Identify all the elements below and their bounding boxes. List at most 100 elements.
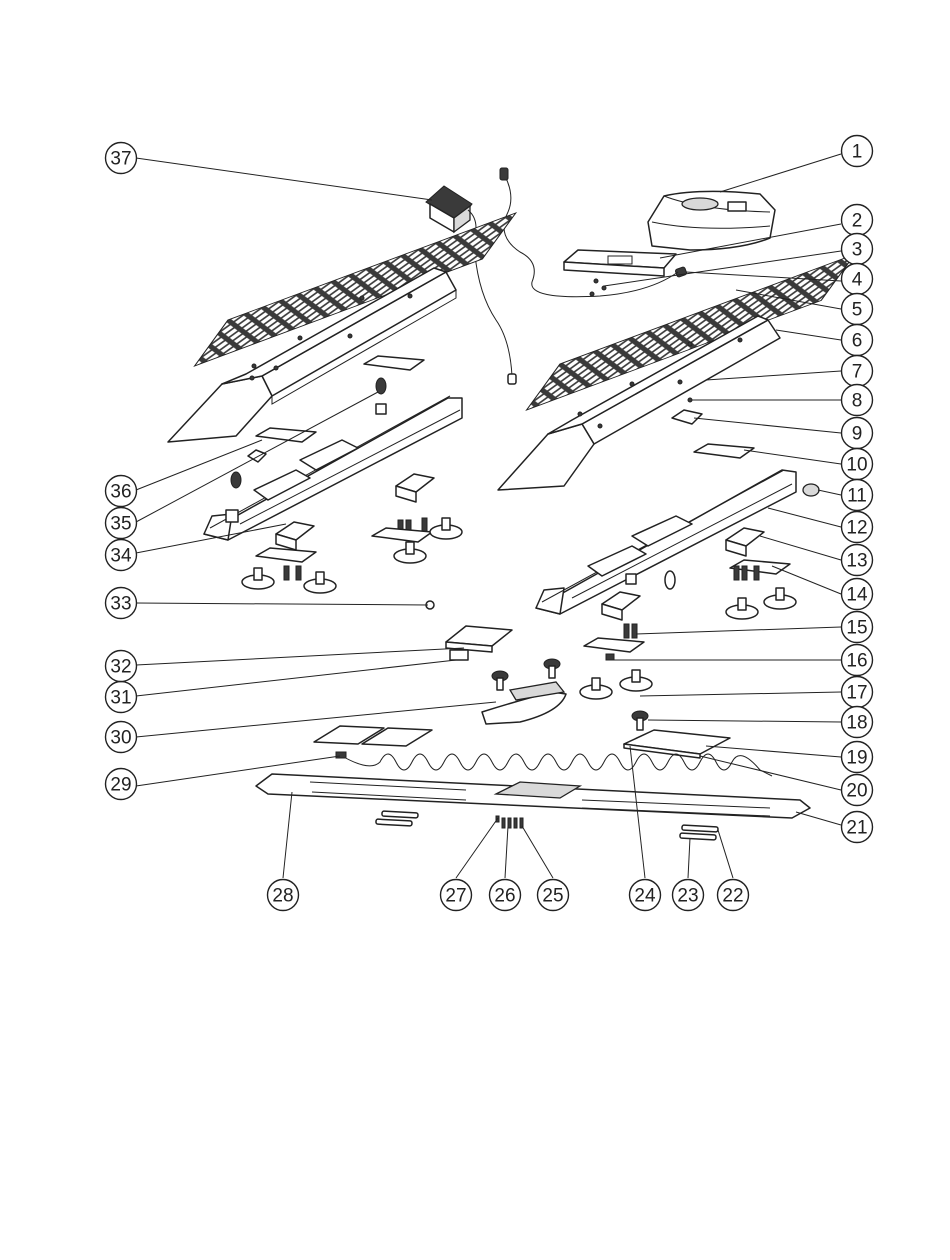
callout-number: 3 bbox=[852, 240, 863, 261]
callout-number: 27 bbox=[445, 886, 466, 907]
callout-7: 7 bbox=[842, 356, 873, 387]
callout-25: 25 bbox=[538, 880, 569, 911]
small-screws-3 bbox=[590, 279, 606, 296]
callout-number: 26 bbox=[494, 886, 515, 907]
callout-10: 10 bbox=[842, 449, 873, 480]
bracket-15 bbox=[584, 638, 644, 652]
callout-4: 4 bbox=[842, 264, 873, 295]
callout-12: 12 bbox=[842, 512, 873, 543]
callout-number: 25 bbox=[542, 886, 563, 907]
center-bracket-32 bbox=[446, 626, 512, 660]
callout-number: 19 bbox=[846, 748, 867, 769]
callout-number: 7 bbox=[852, 362, 863, 383]
right-ramp-frame bbox=[536, 470, 796, 614]
callout-34: 34 bbox=[106, 540, 137, 571]
callout-20: 20 bbox=[842, 775, 873, 806]
callout-number: 13 bbox=[846, 551, 867, 572]
callout-number: 14 bbox=[846, 585, 868, 606]
callout-number: 8 bbox=[852, 391, 863, 412]
callout-number: 11 bbox=[847, 486, 867, 507]
callout-24: 24 bbox=[630, 880, 661, 911]
hinge-block-34 bbox=[276, 522, 314, 550]
callout-28: 28 bbox=[268, 880, 299, 911]
washer-8 bbox=[688, 398, 692, 402]
callout-number: 36 bbox=[110, 482, 131, 503]
callout-27: 27 bbox=[441, 880, 472, 911]
callout-26: 26 bbox=[490, 880, 521, 911]
control-box-cover bbox=[648, 191, 775, 250]
callout-23: 23 bbox=[673, 880, 704, 911]
slot-covers bbox=[376, 811, 718, 840]
callout-1: 1 bbox=[842, 136, 873, 167]
callout-number: 31 bbox=[110, 688, 131, 709]
callout-number: 15 bbox=[846, 618, 867, 639]
cable-grommet bbox=[675, 267, 687, 278]
callout-number: 10 bbox=[846, 455, 867, 476]
latch-bracket-9 bbox=[672, 410, 702, 424]
round-washer-11 bbox=[803, 484, 819, 496]
callout-8: 8 bbox=[842, 385, 873, 416]
bracket-10 bbox=[694, 444, 754, 458]
callout-3: 3 bbox=[842, 234, 873, 265]
cover-plate-left bbox=[314, 726, 432, 746]
hinge-block-right-lower bbox=[602, 592, 640, 620]
callout-number: 9 bbox=[852, 424, 863, 445]
callout-number: 23 bbox=[677, 886, 698, 907]
bracket-left-top bbox=[364, 356, 424, 370]
callout-number: 18 bbox=[846, 713, 867, 734]
base-plate-21 bbox=[256, 774, 810, 818]
leveling-feet bbox=[242, 518, 796, 699]
callout-number: 37 bbox=[110, 149, 131, 170]
callout-37: 37 bbox=[106, 143, 137, 174]
callout-36: 36 bbox=[106, 476, 137, 507]
screws-25-27 bbox=[496, 816, 523, 828]
callout-number: 6 bbox=[852, 331, 863, 352]
callout-number: 22 bbox=[722, 886, 743, 907]
callout-11: 11 bbox=[842, 480, 873, 511]
callout-14: 14 bbox=[842, 579, 873, 610]
callout-5: 5 bbox=[842, 294, 873, 325]
mounting-plate bbox=[564, 250, 676, 276]
callout-31: 31 bbox=[106, 682, 137, 713]
callout-number: 5 bbox=[852, 300, 863, 321]
callout-33: 33 bbox=[106, 588, 137, 619]
callout-22: 22 bbox=[718, 880, 749, 911]
callout-number: 4 bbox=[852, 270, 863, 291]
callout-6: 6 bbox=[842, 325, 873, 356]
callout-17: 17 bbox=[842, 677, 873, 708]
callout-number: 28 bbox=[272, 886, 293, 907]
cable-plug-top bbox=[500, 168, 508, 180]
callout-32: 32 bbox=[106, 651, 137, 682]
callout-number: 20 bbox=[846, 781, 867, 802]
callout-16: 16 bbox=[842, 645, 873, 676]
callout-15: 15 bbox=[842, 612, 873, 643]
hinge-block-left bbox=[396, 474, 434, 502]
callout-number: 21 bbox=[846, 818, 867, 839]
callout-18: 18 bbox=[842, 707, 873, 738]
carry-handle-30 bbox=[482, 682, 566, 724]
callout-number: 30 bbox=[110, 728, 131, 749]
callout-13: 13 bbox=[842, 545, 873, 576]
callout-number: 24 bbox=[634, 886, 656, 907]
coil-cable-plug bbox=[336, 752, 346, 758]
adjust-knob-center bbox=[544, 659, 560, 678]
callout-35: 35 bbox=[106, 508, 137, 539]
callout-number: 16 bbox=[846, 651, 867, 672]
callout-number: 32 bbox=[110, 657, 131, 678]
callout-number: 12 bbox=[846, 518, 867, 539]
adjust-knob-18 bbox=[632, 711, 648, 730]
callout-29: 29 bbox=[106, 769, 137, 800]
callout-number: 35 bbox=[110, 514, 131, 535]
callout-number: 1 bbox=[852, 142, 863, 163]
callout-number: 33 bbox=[110, 594, 131, 615]
hinge-block-13 bbox=[726, 528, 764, 556]
bracket-left-lower bbox=[256, 548, 316, 562]
callout-19: 19 bbox=[842, 742, 873, 773]
callout-number: 2 bbox=[852, 211, 863, 232]
callout-2: 2 bbox=[842, 205, 873, 236]
callout-number: 34 bbox=[110, 546, 132, 567]
callout-9: 9 bbox=[842, 418, 873, 449]
adjust-knob-left bbox=[492, 671, 508, 690]
callout-number: 17 bbox=[846, 683, 867, 704]
